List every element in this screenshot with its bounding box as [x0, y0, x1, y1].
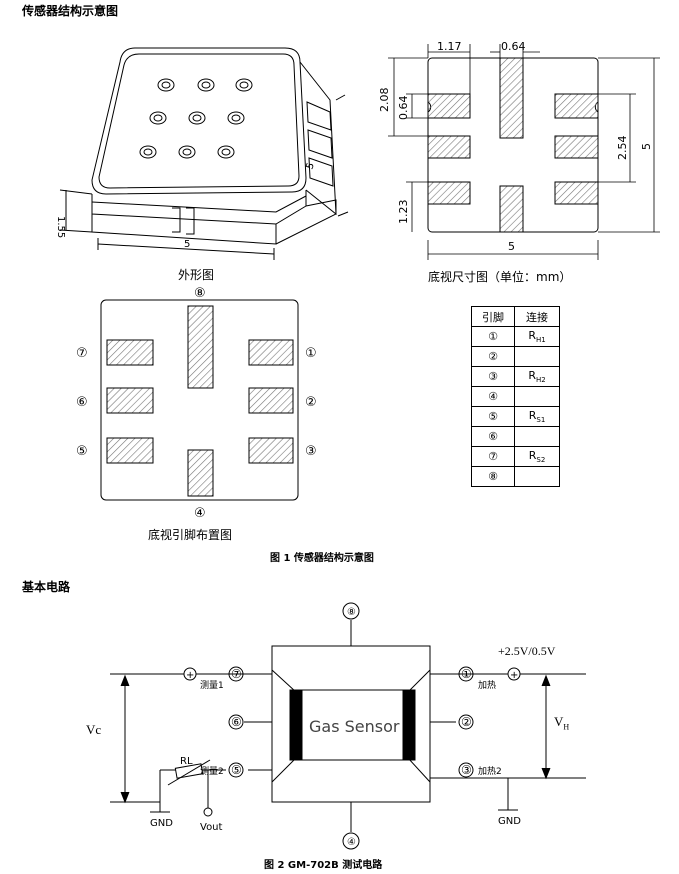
- pin-cell: ④: [471, 386, 515, 407]
- pin-layout-drawing: [100, 299, 299, 501]
- conn-cell: RS2: [514, 446, 560, 467]
- circuit-pin-4: ④: [347, 837, 356, 848]
- pin-3-label: ③: [305, 444, 317, 459]
- conn-cell: [514, 426, 560, 447]
- conn-cell: RH1: [514, 326, 560, 347]
- table-header-pin: 引脚: [471, 306, 515, 327]
- dim-iso-5-bottom: 5: [184, 239, 190, 250]
- dim-5-bottom: 5: [508, 240, 515, 253]
- table-row: ②: [471, 346, 560, 367]
- dim-2.54: 2.54: [616, 136, 629, 161]
- pin-2-label: ②: [305, 395, 317, 410]
- table-row: ⑧: [471, 466, 560, 487]
- pin-8-label: ⑧: [194, 286, 206, 301]
- bottom-dimension-drawing: [388, 44, 660, 260]
- pin-cell: ②: [471, 346, 515, 367]
- plus-left: +: [186, 670, 194, 681]
- conn-cell: [514, 466, 560, 487]
- section-title-circuit: 基本电路: [22, 580, 71, 594]
- gas-sensor-label: Gas Sensor: [309, 717, 400, 736]
- table-header-conn: 连接: [514, 306, 560, 327]
- table-row: ④: [471, 386, 560, 407]
- measure2-label: 测量2: [200, 766, 224, 777]
- circuit-pin-6: ⑥: [231, 715, 242, 729]
- heat2-label: 加热2: [478, 765, 502, 777]
- outline-drawing: [59, 47, 349, 260]
- circuit-pin-1: ①: [461, 667, 472, 681]
- dim-1.55: 1.55: [55, 216, 66, 238]
- circuit-pin-7: ⑦: [231, 667, 242, 681]
- conn-cell: [514, 346, 560, 367]
- pin-cell: ⑥: [471, 426, 515, 447]
- dim-5-right: 5: [640, 143, 653, 150]
- pin-5-label: ⑤: [76, 444, 88, 459]
- dim-2.08: 2.08: [378, 88, 391, 113]
- supply-voltage: +2.5V/0.5V: [498, 644, 556, 658]
- test-circuit: [110, 602, 586, 850]
- section-title-structure: 传感器结构示意图: [22, 4, 119, 18]
- vh-label: VH: [554, 714, 570, 732]
- conn-cell: RS1: [514, 406, 560, 427]
- caption-outline: 外形图: [178, 268, 215, 282]
- heat1-label: 加热: [478, 679, 496, 691]
- figure2-caption: 图 2 GM-702B 测试电路: [264, 860, 383, 871]
- dim-1.23: 1.23: [397, 200, 410, 225]
- measure1-label: 测量1: [200, 680, 224, 691]
- conn-cell: [514, 386, 560, 407]
- pin-cell: ①: [471, 326, 515, 347]
- dim-1.17: 1.17: [437, 40, 462, 53]
- conn-cell: RH2: [514, 366, 560, 387]
- caption-bottom-dim: 底视尺寸图（单位：mm）: [428, 270, 572, 284]
- dim-0.64-left: 0.64: [397, 96, 410, 121]
- circuit-pin-8: ⑧: [347, 607, 356, 618]
- pin-cell: ⑤: [471, 406, 515, 427]
- gnd-right-label: GND: [498, 816, 521, 827]
- caption-pin-layout: 底视引脚布置图: [148, 528, 233, 542]
- plus-right: +: [510, 670, 518, 681]
- dim-iso-5-right: 5: [304, 161, 317, 171]
- vc-label: Vc: [86, 722, 102, 737]
- pin-cell: ⑦: [471, 446, 515, 467]
- circuit-pin-2: ②: [461, 715, 472, 729]
- table-row: ⑥: [471, 426, 560, 447]
- vout-label: Vout: [200, 822, 223, 833]
- circuit-pin-3: ③: [461, 763, 472, 777]
- circuit-pin-5: ⑤: [231, 763, 242, 777]
- pin-6-label: ⑥: [76, 395, 88, 410]
- pin-cell: ⑧: [471, 466, 515, 487]
- table-header-row: 引脚 连接: [471, 306, 560, 327]
- pin-4-label: ④: [194, 506, 206, 521]
- gnd-left-label: GND: [150, 818, 173, 829]
- pin-cell: ③: [471, 366, 515, 387]
- figure1-caption: 图 1 传感器结构示意图: [270, 553, 374, 564]
- rl-label: RL: [180, 756, 193, 767]
- pin-1-label: ①: [305, 346, 317, 361]
- pin-7-label: ⑦: [76, 346, 88, 361]
- dim-0.64-top: 0.64: [501, 40, 526, 53]
